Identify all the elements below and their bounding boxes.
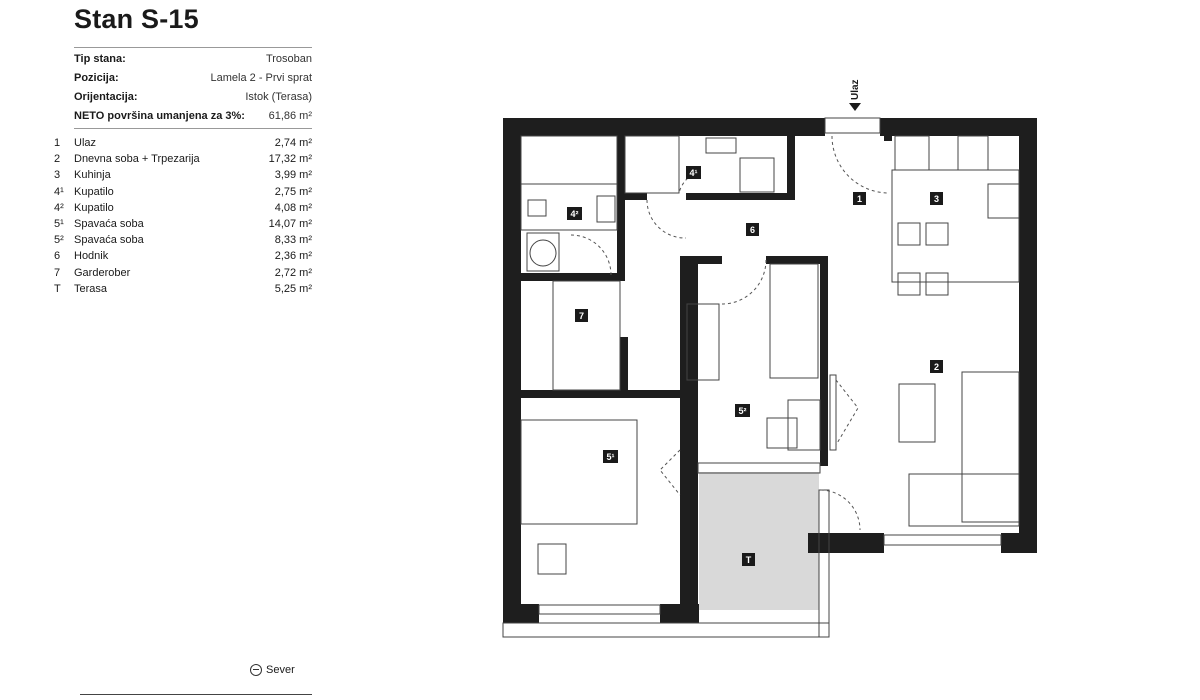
room-number: 3 <box>54 169 61 182</box>
info-label: Pozicija: <box>74 72 119 84</box>
scale-bar <box>80 694 312 695</box>
room-name: Ulaz <box>74 137 97 149</box>
room-row: 4¹ Kupatilo 2,75 m² <box>54 184 312 200</box>
room-area: 2,36 m² <box>274 250 312 263</box>
room-name: Kuhinja <box>74 169 111 182</box>
room-list: 1 Ulaz 2,74 m² 2 Dnevna soba + Trpezarija 17… <box>54 135 312 297</box>
compass-icon <box>250 664 262 676</box>
apartment-title: Stan S-15 <box>74 4 199 34</box>
info-value: 61,86 m² <box>268 110 312 122</box>
north-label: Sever <box>266 664 295 676</box>
room-badge-T: T <box>742 553 755 566</box>
room-badge-1: 1 <box>853 192 866 205</box>
room-number: 6 <box>54 250 61 263</box>
info-label: NETO površina umanjena za 3%: <box>74 110 245 122</box>
room-badge-5a: 5¹ <box>603 450 618 463</box>
room-row: 5² Spavaća soba 8,33 m² <box>54 232 312 248</box>
room-row: 6 Hodnik 2,36 m² <box>54 248 312 264</box>
info-row-type: Tip stana: Trosoban <box>74 50 312 69</box>
info-value: Lamela 2 - Prvi sprat <box>210 72 312 84</box>
room-number: T <box>54 282 61 295</box>
room-row: T Terasa 5,25 m² <box>54 281 312 297</box>
info-label: Tip stana: <box>74 53 126 65</box>
info-bottom-rule <box>74 128 312 129</box>
info-row-net-area: NETO površina umanjena za 3%: 61,86 m² <box>74 107 312 126</box>
room-number: 7 <box>54 266 61 279</box>
room-area: 3,99 m² <box>274 169 312 182</box>
room-area: 2,72 m² <box>274 266 312 279</box>
info-label: Orijentacija: <box>74 91 138 103</box>
room-row: 1 Ulaz 2,74 m² <box>54 135 312 151</box>
room-number: 4¹ <box>54 185 64 198</box>
room-name: Garderober <box>74 266 131 279</box>
room-area: 5,25 m² <box>274 282 312 295</box>
room-area: 14,07 m² <box>268 217 312 230</box>
room-badge-text: 7 <box>579 311 584 321</box>
room-name: Spavaća soba <box>74 217 144 230</box>
room-row: 4² Kupatilo 4,08 m² <box>54 200 312 216</box>
room-badge-4a: 4¹ <box>686 166 701 179</box>
room-area: 8,33 m² <box>274 234 312 247</box>
room-number: 2 <box>54 153 61 166</box>
fixtures <box>502 117 1020 638</box>
room-badge-text: 5¹ <box>606 452 614 462</box>
info-row-orientation: Orijentacija: Istok (Terasa) <box>74 88 312 107</box>
room-badge-3: 3 <box>930 192 943 205</box>
room-badge-text: 1 <box>857 194 862 204</box>
room-number: 5¹ <box>54 217 64 230</box>
room-badge-5b: 5² <box>735 404 750 417</box>
room-badge-6: 6 <box>746 223 759 236</box>
room-row: 5¹ Spavaća soba 14,07 m² <box>54 216 312 232</box>
room-number: 4² <box>54 201 64 214</box>
room-name: Kupatilo <box>74 185 114 198</box>
room-badge-4b: 4² <box>567 207 582 220</box>
room-area: 2,74 m² <box>274 137 312 149</box>
door-swings <box>570 135 890 531</box>
info-value: Trosoban <box>265 53 312 65</box>
room-badge-text: 4¹ <box>689 168 697 178</box>
room-area: 17,32 m² <box>268 153 312 166</box>
room-area: 4,08 m² <box>274 201 312 214</box>
entrance-arrow-icon <box>849 103 861 111</box>
room-number: 1 <box>54 137 61 149</box>
info-value: Istok (Terasa) <box>245 91 312 103</box>
room-badge-text: 5² <box>738 406 746 416</box>
walls <box>503 118 1037 623</box>
room-area: 2,75 m² <box>274 185 312 198</box>
north-indicator: Sever <box>250 664 295 676</box>
room-badge-7: 7 <box>575 309 588 322</box>
room-name: Spavaća soba <box>74 234 144 247</box>
room-row: 2 Dnevna soba + Trpezarija 17,32 m² <box>54 151 312 167</box>
room-name: Kupatilo <box>74 201 114 214</box>
room-row: 7 Garderober 2,72 m² <box>54 265 312 281</box>
room-badge-text: T <box>746 555 752 565</box>
room-badge-text: 3 <box>934 194 939 204</box>
room-badge-text: 2 <box>934 362 939 372</box>
room-name: Terasa <box>74 282 108 295</box>
room-badge-text: 6 <box>750 225 755 235</box>
entrance-label: Ulaz <box>850 79 861 100</box>
room-name: Hodnik <box>74 250 109 263</box>
room-row: 3 Kuhinja 3,99 m² <box>54 167 312 183</box>
room-name: Dnevna soba + Trpezarija <box>74 153 200 166</box>
room-badge-2: 2 <box>930 360 943 373</box>
info-row-position: Pozicija: Lamela 2 - Prvi sprat <box>74 69 312 88</box>
info-table: Tip stana: Trosoban Pozicija: Lamela 2 -… <box>74 50 312 126</box>
room-badge-text: 4² <box>570 209 578 219</box>
info-top-rule <box>74 47 312 48</box>
terrace-fill <box>699 472 819 610</box>
room-number: 5² <box>54 234 64 247</box>
